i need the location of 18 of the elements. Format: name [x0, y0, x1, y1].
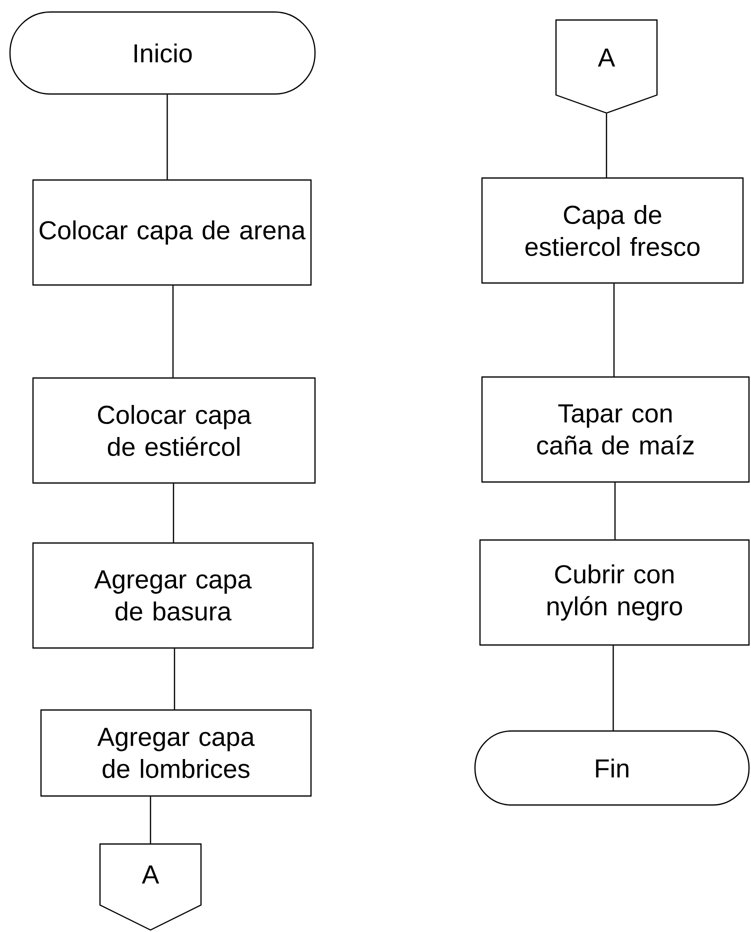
connector-line — [172, 484, 174, 542]
off-page-connector: A — [99, 843, 202, 931]
process-box: Colocar capa de estiércol — [32, 377, 316, 484]
connector-line — [606, 114, 608, 178]
off-page-connector: A — [555, 19, 658, 114]
connector-line — [613, 284, 615, 376]
process-box: Capa de estiercol fresco — [481, 177, 744, 284]
process-box: Tapar con caña de maíz — [481, 376, 750, 483]
connector-line — [166, 94, 168, 180]
connector-line — [612, 646, 614, 730]
process-box: Agregar capa de basura — [32, 542, 314, 649]
process-box: Cubrir con nylón negro — [479, 539, 750, 646]
process-box: Agregar capa de lombrices — [40, 709, 312, 797]
connector-line — [174, 648, 176, 710]
connector-line — [150, 796, 152, 844]
process-box: Colocar capa de arena — [32, 179, 312, 286]
connector-line — [172, 286, 174, 378]
connector-line — [614, 482, 616, 540]
